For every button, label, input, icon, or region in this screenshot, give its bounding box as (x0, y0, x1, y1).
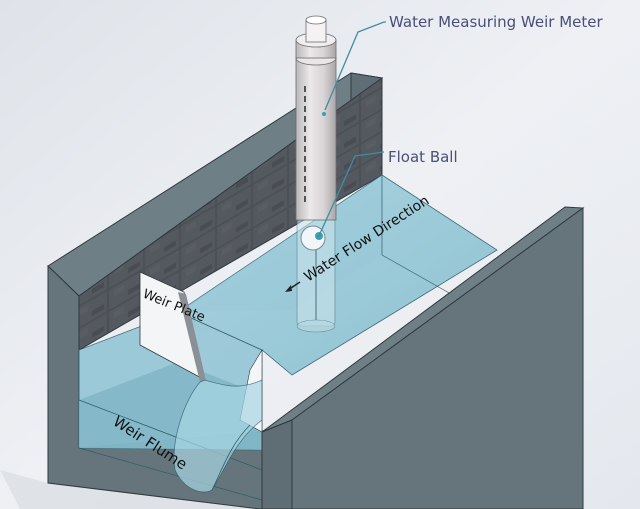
flow-arrow-icon (285, 281, 301, 292)
meter-cap-top (305, 15, 327, 25)
right-wall-inner (261, 419, 293, 509)
stilling-well-bottom (296, 319, 336, 333)
weir-plate-edge (178, 292, 206, 382)
nappe-edge (211, 424, 251, 491)
float-callout-line (317, 151, 385, 239)
water-edge (78, 399, 263, 471)
water-surface (177, 174, 498, 376)
meter-body (295, 57, 337, 221)
water-edge (78, 447, 263, 501)
meter-dot (322, 112, 326, 116)
meter-callout-line (324, 21, 386, 111)
meter-label: Water Measuring Weir Meter (389, 13, 603, 31)
flume-shadow (0, 470, 292, 509)
float-ball-label: Float Ball (388, 148, 458, 166)
